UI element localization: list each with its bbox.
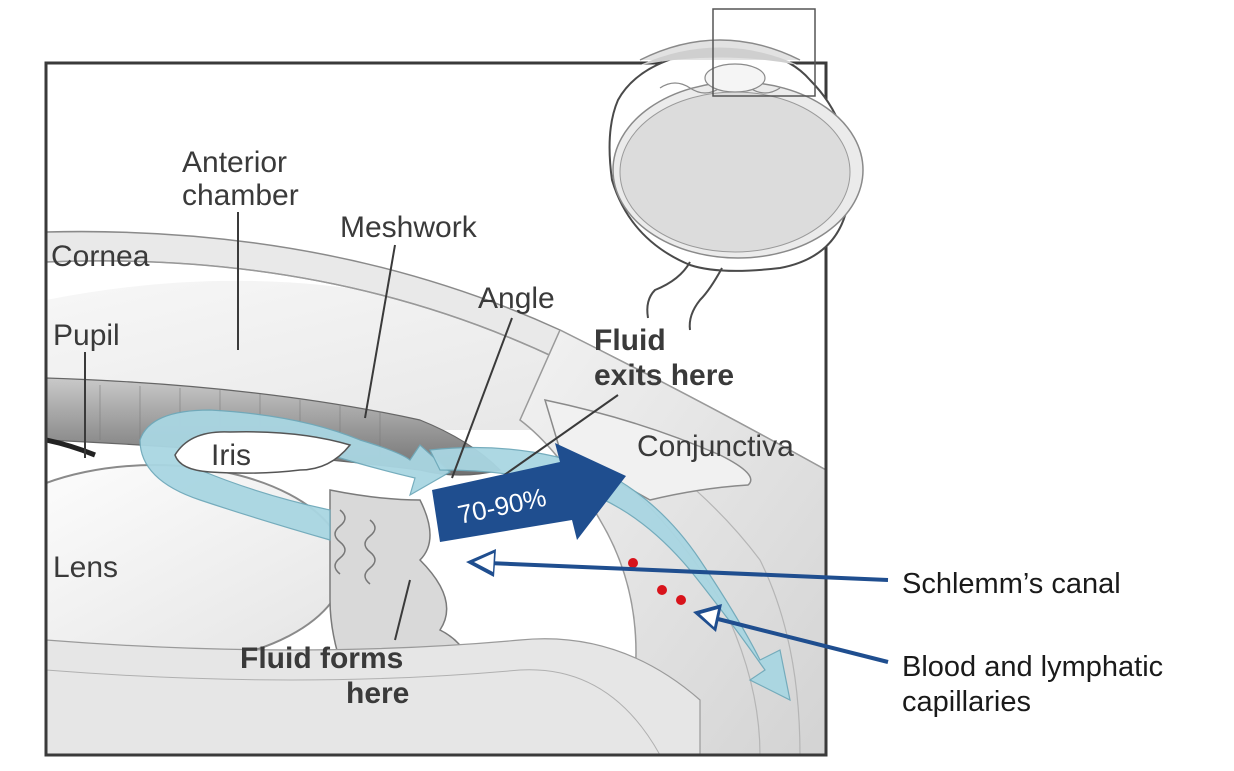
capillary-dot (628, 558, 638, 568)
eyeball-inset (608, 8, 864, 331)
label-fluid-exits-line2: exits here (594, 359, 734, 392)
label-lens: Lens (53, 551, 118, 584)
inset-zoom-box (712, 8, 816, 97)
outflow-percentage-arrow (432, 443, 626, 542)
label-fluid-exits-line1: Fluid (594, 324, 666, 357)
label-fluid-forms-line2: here (346, 677, 409, 710)
label-cornea: Cornea (51, 240, 150, 273)
label-conjunctiva: Conjunctiva (637, 430, 794, 463)
label-schlemms-canal: Schlemm’s canal (902, 568, 1121, 600)
optic-nerve (646, 261, 723, 331)
label-anterior-chamber-line2: chamber (182, 179, 299, 212)
label-angle: Angle (478, 282, 555, 315)
capillary-dot (676, 595, 686, 605)
schlemms-canal-callout: Schlemm’s canal (466, 549, 1121, 600)
capillaries-callout: Blood and lymphatic capillaries (693, 604, 1163, 718)
label-capillaries-line1: Blood and lymphatic (902, 651, 1163, 683)
illustration-frame (44, 61, 828, 757)
label-iris: Iris (211, 439, 251, 472)
label-anterior-chamber-line1: Anterior (182, 146, 287, 179)
iris (174, 431, 352, 474)
label-fluid-forms-line1: Fluid forms (240, 642, 403, 675)
label-capillaries-line2: capillaries (902, 686, 1031, 718)
label-pupil: Pupil (53, 319, 120, 352)
label-meshwork: Meshwork (340, 211, 478, 244)
capillary-dot (657, 585, 667, 595)
conjunctiva-flap (543, 399, 752, 501)
